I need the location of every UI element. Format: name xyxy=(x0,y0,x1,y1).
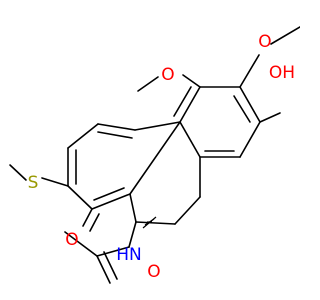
bond-line xyxy=(137,76,159,92)
hash-line xyxy=(142,216,157,229)
bond-line xyxy=(103,251,118,280)
bond-line xyxy=(129,121,181,195)
bond-line xyxy=(179,86,201,123)
bond-line xyxy=(259,112,281,123)
bond-line xyxy=(97,123,136,131)
amide-nitrogen-label: HN xyxy=(116,245,142,265)
bond-line xyxy=(97,131,133,139)
bond-line xyxy=(96,255,111,284)
bond-line xyxy=(174,196,201,225)
bond-line xyxy=(91,193,131,210)
bond-line xyxy=(129,193,137,223)
bond-line xyxy=(41,177,69,187)
bond-line xyxy=(67,185,93,210)
bond-line xyxy=(96,246,130,257)
ketone-oxygen-label: O xyxy=(65,230,78,250)
bond-line xyxy=(64,231,98,257)
bond-line xyxy=(89,213,100,232)
bond-line xyxy=(239,54,260,88)
bond-line xyxy=(135,221,176,225)
bond-line xyxy=(67,123,99,149)
methoxy-oxygen-lower-label: O xyxy=(161,65,174,85)
hydroxyl-label: OH xyxy=(269,63,295,83)
bond-line xyxy=(239,121,261,158)
bond-line xyxy=(270,26,300,45)
bond-lines xyxy=(9,26,300,284)
bond-line xyxy=(82,208,93,227)
bond-line xyxy=(182,74,201,88)
bond-line xyxy=(233,95,251,123)
stereo-hash-wedge xyxy=(142,216,157,229)
bond-line xyxy=(179,121,201,158)
thioether-sulfur-label: S xyxy=(28,173,39,193)
bond-line xyxy=(134,121,181,131)
bond-line xyxy=(93,187,125,201)
bond-line xyxy=(173,86,192,117)
atom-labels: OH O O S O HN O xyxy=(28,32,295,282)
bond-line xyxy=(128,221,137,248)
amide-oxygen-label: O xyxy=(147,262,160,282)
bond-line xyxy=(239,86,261,123)
methoxy-oxygen-upper-label: O xyxy=(258,32,271,52)
molecule-structure: OH O O S O HN O xyxy=(9,26,300,284)
bond-line xyxy=(9,164,27,181)
